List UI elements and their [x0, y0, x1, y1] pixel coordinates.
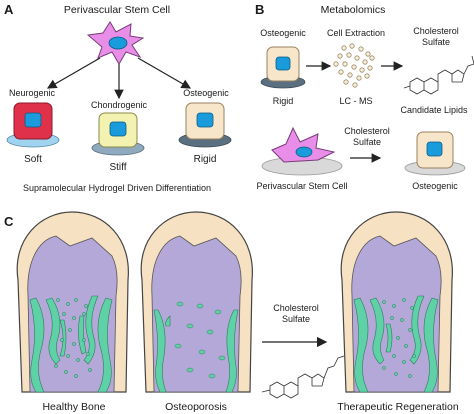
bone-label-regeneration: Therapeutic Regeneration	[337, 401, 459, 413]
bone-label-osteoporosis: Osteoporosis	[165, 401, 227, 413]
step2-label: Cell Extraction	[327, 28, 385, 38]
arrow-to-osteogenic	[137, 57, 192, 89]
stem-cell-on-substrate-icon	[261, 126, 343, 176]
osteoporosis-bone-illustration	[140, 211, 253, 393]
bone-label-healthy: Healthy Bone	[42, 401, 105, 413]
panel-b-letter: B	[255, 2, 264, 17]
osteogenic-cell-icon	[178, 102, 232, 148]
fate-label-osteogenic: Osteogenic	[183, 88, 229, 98]
panel-a: A Perivascular Stem Cell Neurogenic Soft…	[4, 2, 232, 193]
cholesterol-sulfate-structure-icon	[403, 55, 474, 95]
panel-a-caption: Supramolecular Hydrogel Driven Different…	[23, 183, 211, 193]
regenerated-bone-illustration	[340, 211, 453, 393]
panel-a-letter: A	[4, 2, 14, 17]
panel-b: B Metabolomics Osteogenic Rigid Cell Ext…	[255, 2, 474, 191]
step1-label: Osteogenic	[260, 28, 306, 38]
arrow2-label-line1: Cholesterol	[344, 126, 390, 136]
substrate-label-rigid: Rigid	[194, 154, 217, 165]
fate-label-chondrogenic: Chondrogenic	[91, 100, 148, 110]
substrate-label-stiff: Stiff	[109, 162, 126, 173]
step1-substrate: Rigid	[273, 96, 294, 106]
substrate-label-soft: Soft	[24, 154, 42, 165]
fate-label-neurogenic: Neurogenic	[9, 88, 56, 98]
chondrogenic-cell-icon	[91, 112, 145, 156]
panel-c: C Healthy Bone	[4, 211, 459, 413]
stem-cell-icon	[86, 21, 145, 65]
lipid-particles-icon	[333, 43, 375, 88]
arrow2-label-line2: Sulfate	[353, 137, 381, 147]
panel-a-title: Perivascular Stem Cell	[64, 4, 170, 16]
healthy-bone-illustration	[16, 211, 129, 393]
treatment-label-line2: Sulfate	[282, 314, 310, 324]
treatment-label-line1: Cholesterol	[273, 303, 319, 313]
bottom-right-label: Osteogenic	[412, 181, 458, 191]
neurogenic-cell-icon	[6, 102, 60, 148]
bottom-left-label: Perivascular Stem Cell	[256, 181, 347, 191]
arrow-to-neurogenic	[46, 57, 101, 89]
osteogenic-cell-icon	[404, 131, 466, 176]
panel-b-title: Metabolomics	[321, 4, 386, 16]
step3-label-line2: Sulfate	[422, 37, 450, 47]
step2-method: LC - MS	[339, 96, 372, 106]
osteogenic-cell-icon	[260, 46, 306, 89]
panel-c-letter: C	[4, 214, 14, 229]
step3-caption: Candidate Lipids	[400, 105, 468, 115]
step3-label-line1: Cholesterol	[413, 26, 459, 36]
cholesterol-sulfate-structure-icon	[261, 355, 345, 399]
